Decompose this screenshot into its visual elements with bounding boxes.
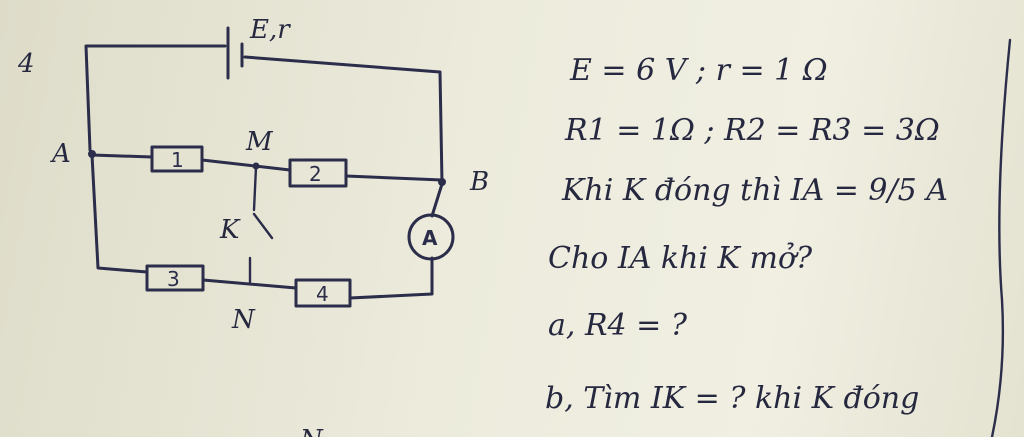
resistor-3: [145, 264, 205, 292]
wire-left-bottom: [90, 153, 149, 274]
switch-blade: [252, 212, 274, 240]
ammeter-icon: [407, 213, 455, 261]
margin-bracket: [990, 38, 1012, 437]
wire-top-left: [84, 44, 227, 152]
switch-upper-lead: [252, 165, 258, 212]
wire-top-right: [243, 55, 444, 185]
source-label: E,r: [249, 15, 291, 45]
wire-r3-n-r4: [201, 278, 298, 290]
wire-r1-m-r2: [200, 158, 292, 172]
node-m-label: M: [245, 127, 274, 157]
bottom-fragment: N: [299, 425, 324, 437]
node-n-label: N: [231, 305, 256, 335]
resistor-1-label: 1: [171, 148, 184, 172]
resistor-2-label: 2: [309, 162, 322, 186]
wire-r2-b: [344, 174, 444, 182]
text-line-6: b, Tìm IK = ? khi K đóng: [545, 381, 919, 416]
text-line-4: Cho IA khi K mở?: [548, 241, 813, 276]
wire-r4-ammeter: [348, 256, 434, 300]
ammeter-label: A: [422, 226, 438, 250]
resistor-4-label: 4: [316, 282, 329, 306]
wire-b-ammeter: [430, 182, 444, 218]
switch-label: K: [219, 215, 241, 245]
node-b-dot: [438, 178, 446, 186]
text-line-1: E = 6 V ; r = 1 Ω: [569, 53, 828, 88]
node-b-label: B: [469, 167, 489, 197]
text-line-2: R1 = 1Ω ; R2 = R3 = 3Ω: [564, 113, 940, 148]
resistor-3-label: 3: [167, 267, 180, 291]
resistor-2: [288, 158, 348, 188]
problem-number: 4: [17, 49, 35, 79]
text-line-5: a, R4 = ?: [548, 308, 688, 343]
wire-a-r1: [90, 153, 154, 159]
text-line-3: Khi K đóng thì IA = 9/5 A: [561, 173, 948, 208]
node-a-label: A: [50, 139, 71, 169]
resistor-4: [294, 278, 352, 308]
